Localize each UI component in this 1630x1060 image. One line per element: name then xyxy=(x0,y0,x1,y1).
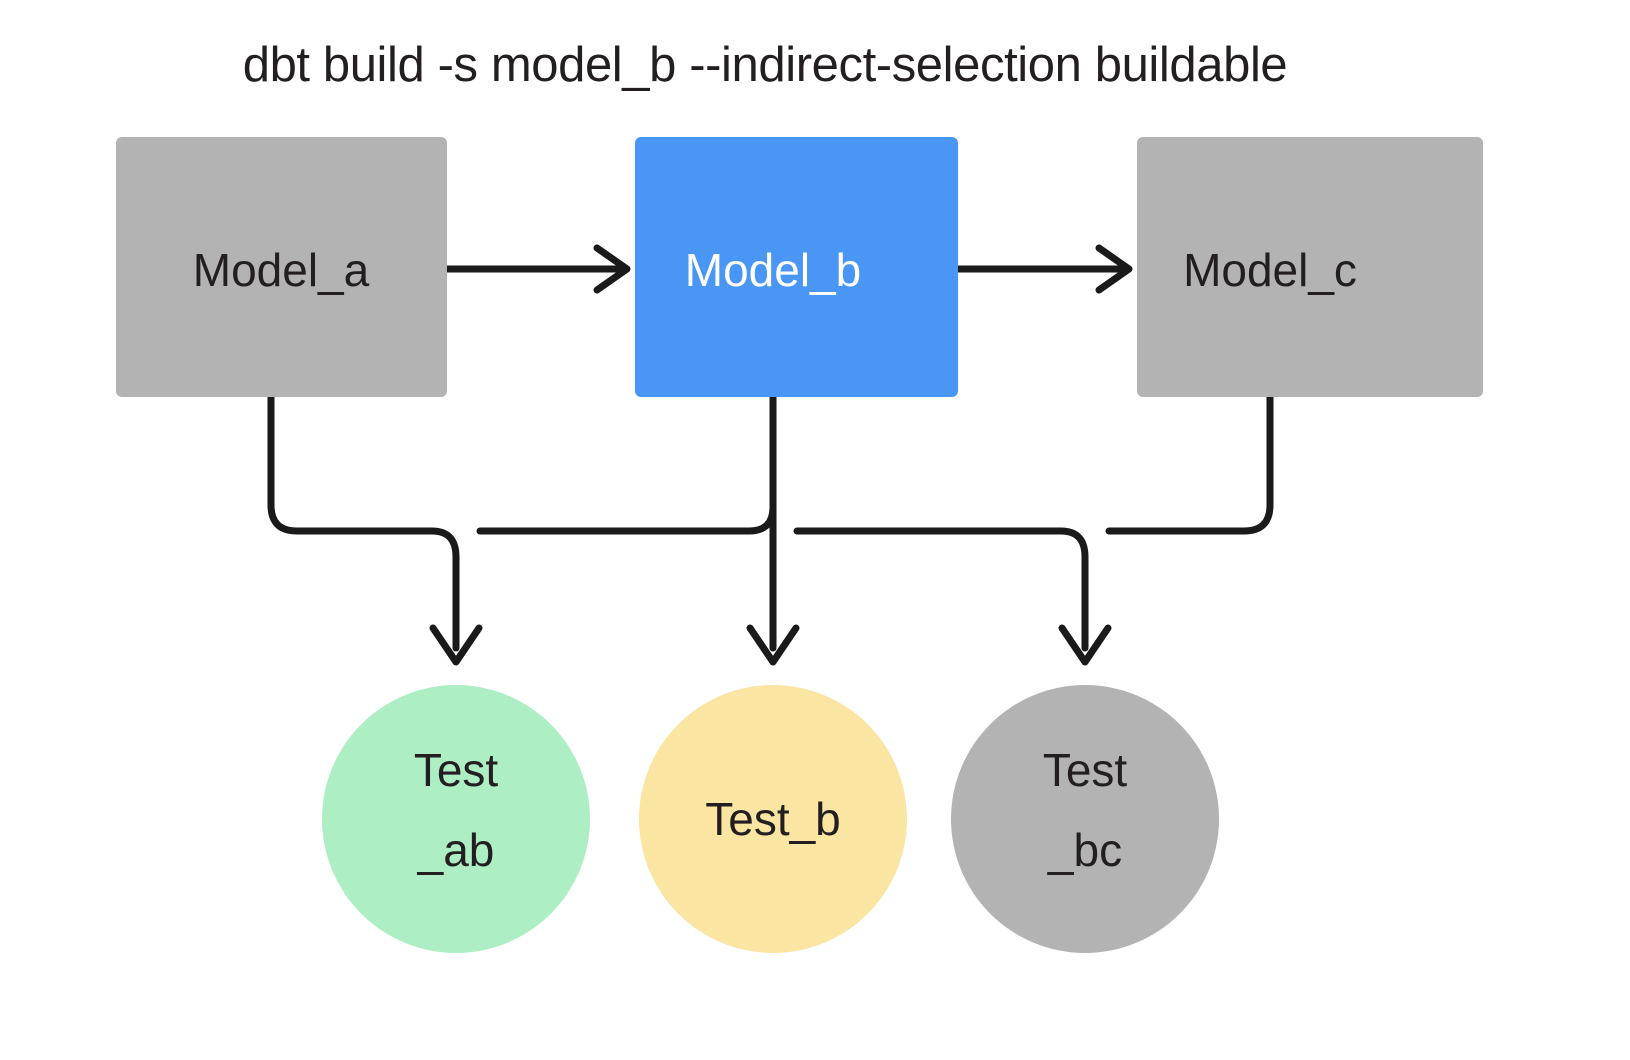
node-model-c-label: Model_c xyxy=(1183,244,1357,296)
node-test-ab-label-line1: Test xyxy=(414,744,499,796)
node-test-b-label-line1: Test_b xyxy=(705,793,841,845)
edge-model-a-to-model-b xyxy=(428,244,631,294)
node-model-c[interactable]: Model_c xyxy=(1137,137,1483,397)
edge-line xyxy=(476,503,777,535)
arrow-head-icon xyxy=(429,624,483,666)
node-model-a-shape[interactable] xyxy=(116,137,447,397)
edge-line xyxy=(793,527,1089,652)
node-test-ab-label-line2: _ab xyxy=(417,824,495,876)
arrow-head-icon xyxy=(1095,244,1133,294)
arrow-head-icon xyxy=(1058,624,1112,666)
edge-model-b-to-test-bc xyxy=(793,527,1112,666)
node-test-bc-shape[interactable] xyxy=(951,685,1219,953)
edge-model-b-to-model-c xyxy=(939,244,1133,294)
node-model-b[interactable]: Model_b xyxy=(635,137,958,397)
edge-layer xyxy=(267,244,1274,666)
node-test-b-shape[interactable] xyxy=(639,685,907,953)
node-model-a-label: Model_a xyxy=(193,244,370,296)
arrow-head-icon xyxy=(593,244,631,294)
node-test-ab[interactable]: Test _ab xyxy=(322,685,590,953)
node-test-bc[interactable]: Test _bc xyxy=(951,685,1219,953)
node-layer: Model_a Model_b Model_c Test _ab Tes xyxy=(116,137,1483,953)
edge-line xyxy=(1105,393,1274,535)
node-test-bc-label-line2: _bc xyxy=(1047,824,1122,876)
edge-model-b-to-test-ab xyxy=(476,503,777,535)
edge-line xyxy=(267,393,460,652)
edge-model-c-to-test-bc xyxy=(1105,393,1274,535)
node-test-b[interactable]: Test_b xyxy=(639,685,907,953)
edge-model-b-to-test-b xyxy=(746,393,800,666)
node-model-a[interactable]: Model_a xyxy=(116,137,447,397)
diagram-title: dbt build -s model_b --indirect-selectio… xyxy=(243,38,1288,92)
node-model-c-shape[interactable] xyxy=(1137,137,1483,397)
node-test-ab-shape[interactable] xyxy=(322,685,590,953)
node-model-b-label: Model_b xyxy=(685,244,861,296)
node-test-bc-label-line1: Test xyxy=(1043,744,1128,796)
node-model-b-shape[interactable] xyxy=(635,137,958,397)
arrow-head-icon xyxy=(746,624,800,666)
edge-model-a-to-test-ab xyxy=(267,393,483,666)
